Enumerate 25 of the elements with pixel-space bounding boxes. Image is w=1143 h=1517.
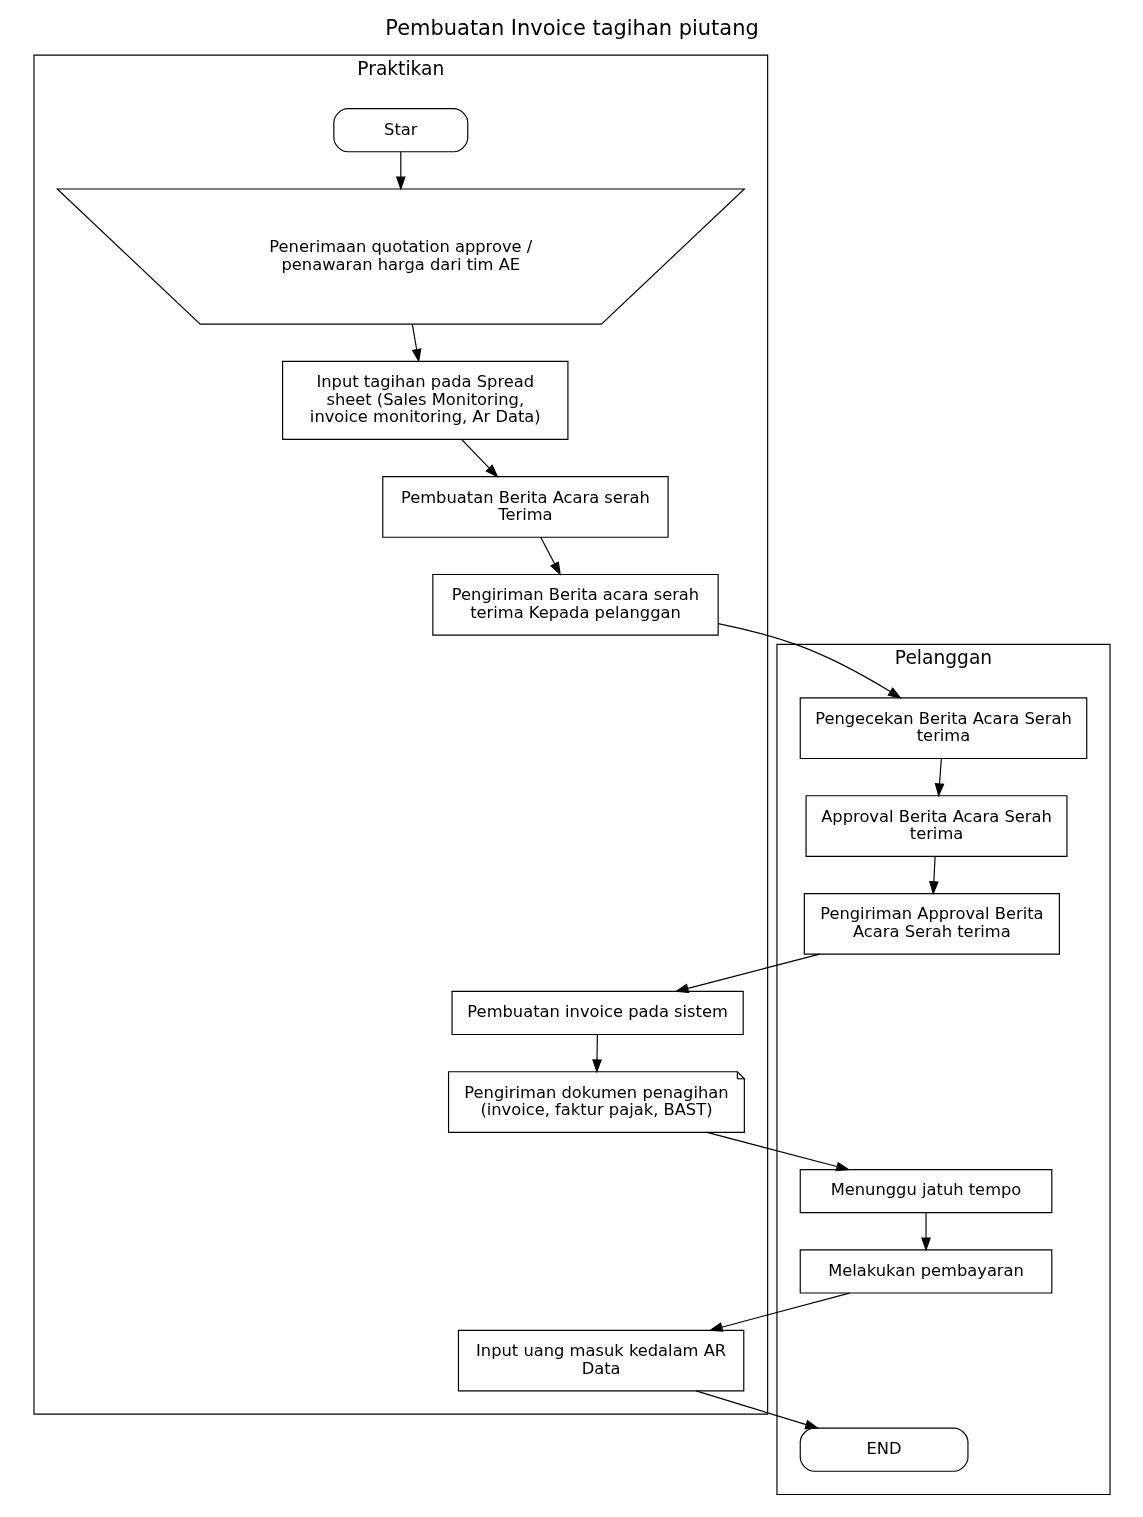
- arrow: [920, 1212, 931, 1252]
- arrow: [395, 151, 406, 191]
- arrow: [708, 1292, 850, 1332]
- arrow: [717, 623, 902, 699]
- node-box: Pengiriman Approval Berita Acara Serah terima: [803, 893, 1060, 955]
- node-box: END: [799, 1427, 969, 1472]
- arrow: [591, 1034, 602, 1074]
- arrow: [539, 536, 561, 576]
- node-box: Pembuatan Berita Acara serah Terima: [381, 476, 669, 538]
- node-box: Input tagihan pada Spread sheet (Sales Monitoring, invoice monitoring, Ar Data): [281, 360, 568, 440]
- node-box: Pembuatan invoice pada sistem: [450, 990, 744, 1036]
- node-box: Pengiriman Berita acara serah terima Kepada pelanggan: [431, 573, 719, 636]
- node-box: Star: [332, 108, 468, 153]
- arrow: [411, 323, 421, 363]
- node-box: Approval Berita Acara Serah terima: [805, 795, 1067, 857]
- node-box: Input uang masuk kedalam AR Data: [457, 1329, 744, 1392]
- arrow: [928, 855, 939, 896]
- node-box: Pengecekan Berita Acara Serah terima: [799, 697, 1087, 760]
- node-box: Melakukan pembayaran: [799, 1249, 1052, 1294]
- arrow: [706, 1131, 850, 1172]
- diagram-title: Pembuatan Invoice tagihan piutang: [384, 15, 759, 40]
- node-box: Menunggu jatuh tempo: [799, 1169, 1052, 1214]
- arrow: [674, 953, 820, 994]
- arrow: [460, 438, 499, 478]
- arrow: [934, 757, 944, 798]
